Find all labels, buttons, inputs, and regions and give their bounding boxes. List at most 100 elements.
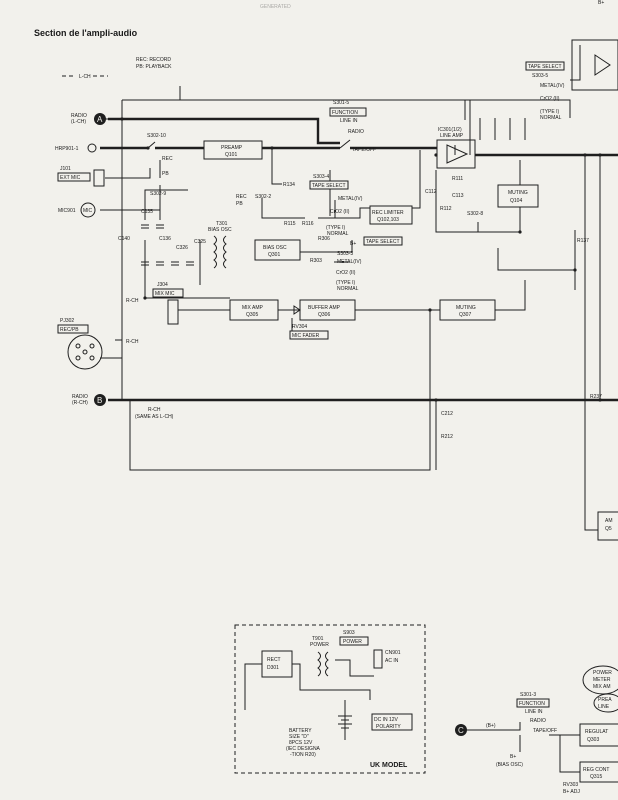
junction-dots: [120, 117, 602, 402]
ic301-box: [436, 139, 476, 169]
limiter-output: [412, 150, 421, 209]
s303-5-label: S303-5: [532, 73, 548, 79]
s301-3-label: S301-3: [520, 692, 536, 698]
s301-3-linein: LINE IN: [525, 709, 543, 715]
s303-4-cro2: CrO2 (II): [330, 209, 350, 215]
s302-8-label: S302-8: [467, 211, 483, 217]
marker-a-label: A: [97, 115, 103, 124]
right-bplus-top: B+: [598, 0, 604, 6]
prea-l2: LINE: [598, 704, 610, 710]
pj302-label: PJ302: [60, 318, 74, 324]
s303-3-type: (TYPE I): [336, 280, 356, 286]
battery-l2: SIZE "D": [289, 734, 309, 740]
s301-3-radio: RADIO: [530, 718, 546, 724]
tape-select-box-4: [309, 180, 349, 190]
t901-sub: POWER: [310, 642, 329, 648]
power-box: [339, 636, 369, 646]
function-box-bottom: [516, 698, 550, 708]
faint-header: GENERATED: [260, 4, 291, 10]
battery-symbol: [338, 715, 352, 729]
dc-in-l2: POLARITY: [376, 724, 401, 730]
s301-5-radio: RADIO: [348, 129, 364, 135]
s303-4-normal: NORMAL: [327, 231, 349, 237]
mix-amp-label: MIX AMP: [242, 305, 264, 311]
mic901-label: MIC901: [58, 208, 76, 214]
uk-model-box: [234, 624, 426, 774]
mix-amp-block: [229, 299, 279, 321]
s303-5-normal: NORMAL: [540, 115, 562, 121]
ext-mic-box: [57, 172, 91, 182]
s303-3-title: TAPE SELECT: [366, 239, 400, 245]
amp-partial-block: [597, 511, 618, 541]
pm-l3: MIX AM: [593, 684, 611, 690]
buffer-amp-label: BUFFER AMP: [308, 305, 341, 311]
cn901-sub: AC IN: [385, 658, 399, 664]
rch-label-left: R-CH: [126, 298, 139, 304]
muting-q104-block: [497, 184, 539, 208]
muting-bias-wire: [497, 248, 575, 271]
rec-limiter-ref: Q102,103: [377, 217, 399, 223]
pm-l1: POWER: [593, 670, 612, 676]
bias-osc-out: [300, 240, 353, 253]
radio-rch-label1: RADIO: [72, 394, 88, 400]
top-routing-wire: [122, 99, 471, 155]
rec-pb-jack-box: [57, 324, 89, 334]
s303-5-cro2: CrO2 (II): [540, 96, 560, 102]
prea-l1: PREA: [598, 697, 612, 703]
hrp-label: HRP901-1: [55, 146, 79, 152]
t901-coil: [317, 651, 329, 677]
to-reg-cont-wire: [559, 735, 580, 773]
s303-5-title: TAPE SELECT: [528, 64, 562, 70]
dc-in-box: [371, 713, 413, 731]
marker-c: [455, 724, 467, 736]
mic-fader-box: [289, 330, 329, 340]
c113-label: C113: [452, 193, 464, 199]
mix-amp-ref: Q305: [246, 312, 258, 318]
right-ic-partial: [571, 39, 618, 91]
s301-3-tapeoff: TAPE/OFF: [533, 728, 557, 734]
din-pin-1: [75, 343, 81, 349]
mic-wire: [100, 185, 161, 211]
rec-limiter-label: REC LIMITER: [372, 210, 404, 216]
pb-label-2: PB: [236, 201, 243, 207]
pb-rec-wire: [261, 198, 305, 219]
rch-same-2: (SAME AS L-CH): [135, 414, 174, 420]
s301-5-linein: LINE IN: [340, 118, 358, 124]
ic301-sub: LINE AMP: [440, 133, 464, 139]
radio-lch-label2: (L-CH): [71, 119, 86, 125]
mic-icon-label: MIC: [83, 208, 93, 214]
s303-5-type: (TYPE I): [540, 109, 560, 115]
rv303-sub: B+ ADJ: [563, 789, 580, 795]
uk-wire-1: [292, 663, 371, 700]
s303-4-title: TAPE SELECT: [312, 183, 346, 189]
battery-l3: 8PCS 12V: [289, 740, 313, 746]
b-plus-label: B+: [350, 241, 356, 247]
rv303-label: RV303: [563, 782, 578, 788]
r134-label: R134: [283, 182, 295, 188]
s303-3-cro2: CrO2 (II): [336, 270, 356, 276]
rch-same-1: R-CH: [148, 407, 161, 413]
pj302-rch-label: R-CH: [126, 339, 139, 345]
din-connector: [67, 334, 103, 370]
t901-label: T901: [312, 636, 324, 642]
s303-3-normal: NORMAL: [337, 286, 359, 292]
mix-mic-label: MIX MIC: [155, 291, 175, 297]
line-amp-triangle: [446, 144, 469, 164]
uk-model-title: UK MODEL: [370, 762, 408, 769]
s301-5-label: S301-5: [333, 100, 349, 106]
rec-label-2: REC: [236, 194, 247, 200]
t301-label: T301: [216, 221, 228, 227]
r303-label: R303: [310, 258, 322, 264]
reg-cont-label: REG CONT: [583, 767, 609, 773]
rect-ref: D301: [267, 665, 279, 671]
ext-mic-wire: [105, 168, 151, 179]
mic-icon: [80, 202, 96, 218]
s303-4-metal: METAL(IV): [338, 196, 363, 202]
marker-c-wire: [467, 722, 521, 731]
pj302-gnd: [100, 357, 123, 365]
uk-wire-2: [244, 663, 262, 710]
radio-lch-label1: RADIO: [71, 113, 87, 119]
radio-rch-label2: (R-CH): [72, 400, 88, 406]
reg-cont-ref: Q315: [590, 774, 602, 780]
